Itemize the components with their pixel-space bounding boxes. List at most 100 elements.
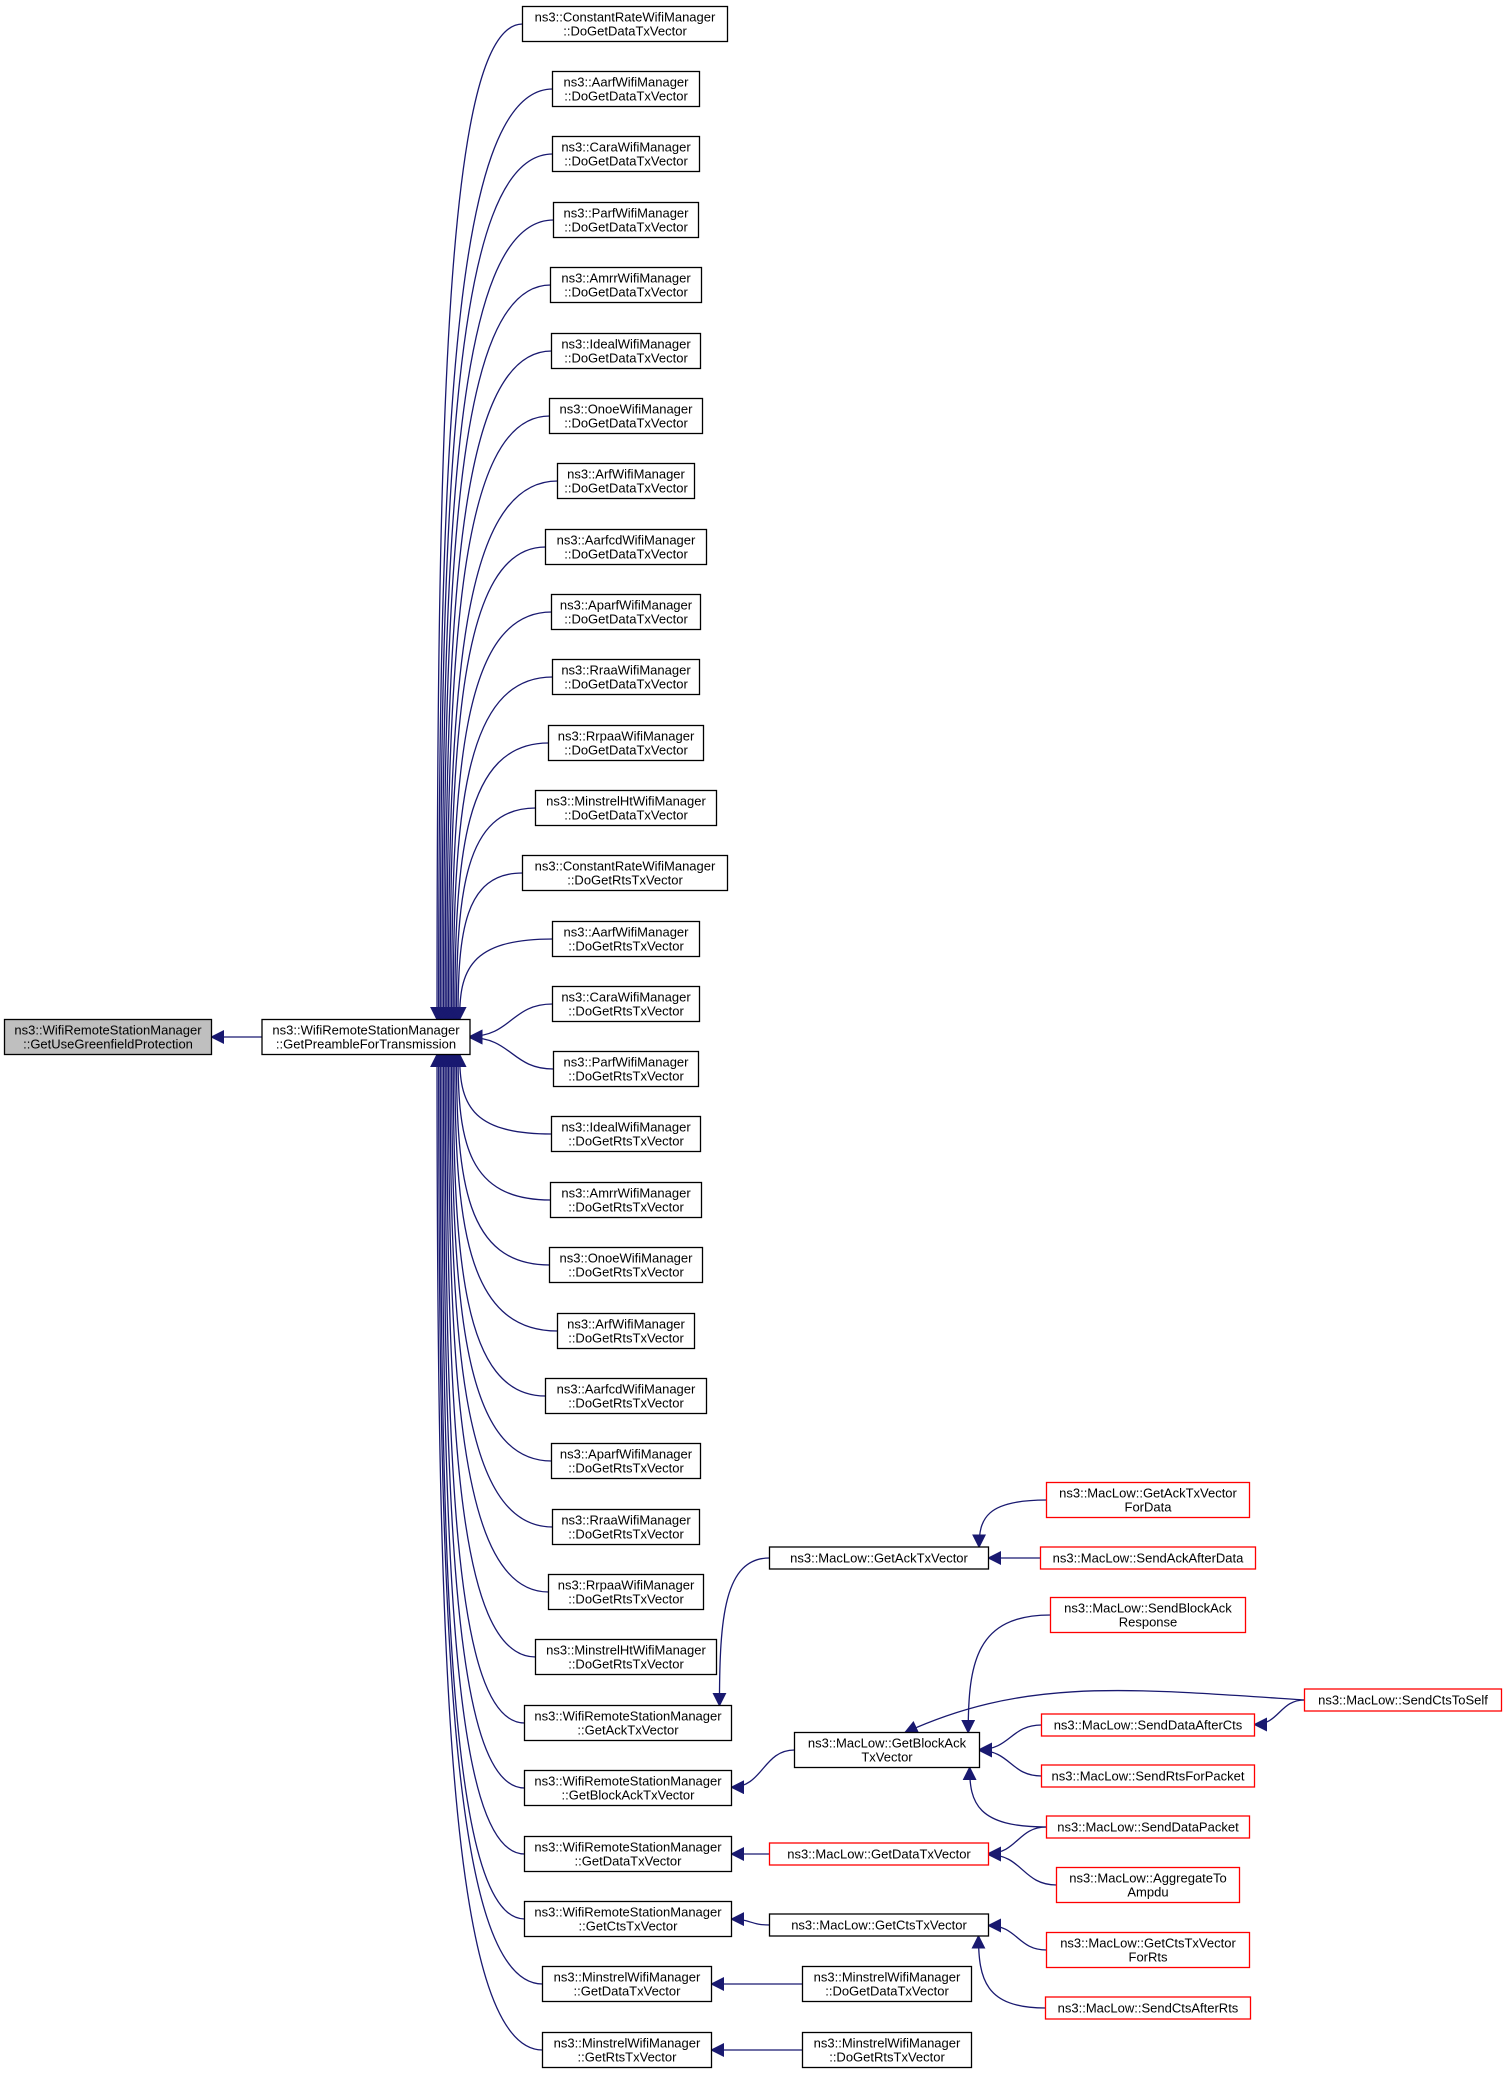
node-box-aparf_rts[interactable] <box>550 1442 702 1480</box>
node-aarf_rts[interactable]: ns3::AarfWifiManager::DoGetRtsTxVector <box>551 920 701 958</box>
node-box-maclow_data[interactable] <box>768 1842 990 1866</box>
node-box-onoe_rts[interactable] <box>548 1246 704 1284</box>
node-box-sendblockackresp[interactable] <box>1049 1596 1247 1634</box>
node-box-cara_data[interactable] <box>551 135 701 173</box>
node-onoe_rts[interactable]: ns3::OnoeWifiManager::DoGetRtsTxVector <box>548 1246 704 1284</box>
node-box-ack_fordata[interactable] <box>1045 1481 1251 1519</box>
node-ideal_rts[interactable]: ns3::IdealWifiManager::DoGetRtsTxVector <box>550 1115 702 1153</box>
node-wrsm_cts[interactable]: ns3::WifiRemoteStationManager::GetCtsTxV… <box>523 1900 733 1938</box>
node-minstrel_rts[interactable]: ns3::MinstrelWifiManager::GetRtsTxVector <box>541 2031 713 2069</box>
node-parf_rts[interactable]: ns3::ParfWifiManager::DoGetRtsTxVector <box>552 1050 700 1088</box>
node-rrpaa_rts[interactable]: ns3::RrpaaWifiManager::DoGetRtsTxVector <box>547 1573 705 1611</box>
node-box-constrate_rts[interactable] <box>521 854 729 892</box>
node-ideal_data[interactable]: ns3::IdealWifiManager::DoGetDataTxVector <box>550 332 702 370</box>
node-box-maclow_blockack[interactable] <box>793 1731 981 1769</box>
node-aparf_data[interactable]: ns3::AparfWifiManager::DoGetDataTxVector <box>550 593 702 631</box>
node-wrsm_data[interactable]: ns3::WifiRemoteStationManager::GetDataTx… <box>523 1835 733 1873</box>
node-minstrel_dodata[interactable]: ns3::MinstrelWifiManager::DoGetDataTxVec… <box>801 1965 973 2003</box>
node-box-minstrel_rts[interactable] <box>541 2031 713 2069</box>
node-minstrel_data[interactable]: ns3::MinstrelWifiManager::GetDataTxVecto… <box>541 1965 713 2003</box>
node-box-onoe_data[interactable] <box>548 397 704 435</box>
node-box-arf_rts[interactable] <box>556 1312 696 1350</box>
node-aarfcd_rts[interactable]: ns3::AarfcdWifiManager::DoGetRtsTxVector <box>544 1377 708 1415</box>
node-box-aggregatetoampdu[interactable] <box>1055 1866 1241 1904</box>
node-box-minstrelht_rts[interactable] <box>534 1638 718 1676</box>
node-senddataaftercts[interactable]: ns3::MacLow::SendDataAfterCts <box>1040 1713 1256 1737</box>
node-box-rraa_rts[interactable] <box>551 1508 701 1546</box>
node-box-sendackafterdata[interactable] <box>1039 1546 1257 1570</box>
node-box-minstrel_data[interactable] <box>541 1965 713 2003</box>
node-sendrtsforpacket[interactable]: ns3::MacLow::SendRtsForPacket <box>1040 1764 1256 1788</box>
node-arf_rts[interactable]: ns3::ArfWifiManager::DoGetRtsTxVector <box>556 1312 696 1350</box>
node-maclow_cts[interactable]: ns3::MacLow::GetCtsTxVector <box>768 1913 990 1937</box>
node-box-cts_forrts[interactable] <box>1045 1931 1251 1969</box>
node-box-ideal_rts[interactable] <box>550 1115 702 1153</box>
node-sendctstoself[interactable]: ns3::MacLow::SendCtsToSelf <box>1303 1688 1503 1712</box>
node-box-aarfcd_data[interactable] <box>544 528 708 566</box>
node-aparf_rts[interactable]: ns3::AparfWifiManager::DoGetRtsTxVector <box>550 1442 702 1480</box>
node-rraa_data[interactable]: ns3::RraaWifiManager::DoGetDataTxVector <box>551 658 701 696</box>
node-constrate_data[interactable]: ns3::ConstantRateWifiManager::DoGetDataT… <box>521 5 729 43</box>
node-box-maclow_ack[interactable] <box>768 1546 990 1570</box>
node-box-aarf_data[interactable] <box>551 70 701 108</box>
node-constrate_rts[interactable]: ns3::ConstantRateWifiManager::DoGetRtsTx… <box>521 854 729 892</box>
node-maclow_ack[interactable]: ns3::MacLow::GetAckTxVector <box>768 1546 990 1570</box>
node-minstrelht_data[interactable]: ns3::MinstrelHtWifiManager::DoGetDataTxV… <box>534 789 718 827</box>
node-box-sendctstoself[interactable] <box>1303 1688 1503 1712</box>
node-box-maclow_cts[interactable] <box>768 1913 990 1937</box>
node-amrr_rts[interactable]: ns3::AmrrWifiManager::DoGetRtsTxVector <box>549 1181 703 1219</box>
node-box-minstrel_dorts[interactable] <box>801 2031 973 2069</box>
node-box-rrpaa_data[interactable] <box>547 724 705 762</box>
node-maclow_data[interactable]: ns3::MacLow::GetDataTxVector <box>768 1842 990 1866</box>
node-arf_data[interactable]: ns3::ArfWifiManager::DoGetDataTxVector <box>556 462 696 500</box>
node-box-amrr_rts[interactable] <box>549 1181 703 1219</box>
node-box-rrpaa_rts[interactable] <box>547 1573 705 1611</box>
node-parf_data[interactable]: ns3::ParfWifiManager::DoGetDataTxVector <box>552 201 700 239</box>
node-box-minstrelht_data[interactable] <box>534 789 718 827</box>
node-box-sendrtsforpacket[interactable] <box>1040 1764 1256 1788</box>
node-minstrelht_rts[interactable]: ns3::MinstrelHtWifiManager::DoGetRtsTxVe… <box>534 1638 718 1676</box>
node-senddatapacket[interactable]: ns3::MacLow::SendDataPacket <box>1045 1815 1251 1839</box>
node-root[interactable]: ns3::WifiRemoteStationManager::GetUseGre… <box>3 1018 213 1056</box>
node-rraa_rts[interactable]: ns3::RraaWifiManager::DoGetRtsTxVector <box>551 1508 701 1546</box>
node-box-parf_rts[interactable] <box>552 1050 700 1088</box>
node-box-aarfcd_rts[interactable] <box>544 1377 708 1415</box>
node-wrsm_ack[interactable]: ns3::WifiRemoteStationManager::GetAckTxV… <box>523 1704 733 1742</box>
node-amrr_data[interactable]: ns3::AmrrWifiManager::DoGetDataTxVector <box>549 266 703 304</box>
node-box-senddatapacket[interactable] <box>1045 1815 1251 1839</box>
node-gpft[interactable]: ns3::WifiRemoteStationManager::GetPreamb… <box>261 1018 471 1056</box>
node-box-ideal_data[interactable] <box>550 332 702 370</box>
node-wrsm_blockack[interactable]: ns3::WifiRemoteStationManager::GetBlockA… <box>523 1769 733 1807</box>
node-rrpaa_data[interactable]: ns3::RrpaaWifiManager::DoGetDataTxVector <box>547 724 705 762</box>
node-box-root[interactable] <box>3 1018 213 1056</box>
node-aarf_data[interactable]: ns3::AarfWifiManager::DoGetDataTxVector <box>551 70 701 108</box>
node-box-wrsm_cts[interactable] <box>523 1900 733 1938</box>
node-box-aparf_data[interactable] <box>550 593 702 631</box>
node-maclow_blockack[interactable]: ns3::MacLow::GetBlockAckTxVector <box>793 1731 981 1769</box>
node-box-constrate_data[interactable] <box>521 5 729 43</box>
node-cara_data[interactable]: ns3::CaraWifiManager::DoGetDataTxVector <box>551 135 701 173</box>
node-box-arf_data[interactable] <box>556 462 696 500</box>
node-sendctsafterrts[interactable]: ns3::MacLow::SendCtsAfterRts <box>1044 1996 1252 2020</box>
node-box-gpft[interactable] <box>261 1018 471 1056</box>
node-box-aarf_rts[interactable] <box>551 920 701 958</box>
node-cara_rts[interactable]: ns3::CaraWifiManager::DoGetRtsTxVector <box>551 985 701 1023</box>
node-minstrel_dorts[interactable]: ns3::MinstrelWifiManager::DoGetRtsTxVect… <box>801 2031 973 2069</box>
node-box-amrr_data[interactable] <box>549 266 703 304</box>
node-onoe_data[interactable]: ns3::OnoeWifiManager::DoGetDataTxVector <box>548 397 704 435</box>
node-box-sendctsafterrts[interactable] <box>1044 1996 1252 2020</box>
node-aarfcd_data[interactable]: ns3::AarfcdWifiManager::DoGetDataTxVecto… <box>544 528 708 566</box>
node-box-wrsm_data[interactable] <box>523 1835 733 1873</box>
node-box-parf_data[interactable] <box>552 201 700 239</box>
node-box-minstrel_dodata[interactable] <box>801 1965 973 2003</box>
node-box-cara_rts[interactable] <box>551 985 701 1023</box>
node-box-wrsm_ack[interactable] <box>523 1704 733 1742</box>
node-box-wrsm_blockack[interactable] <box>523 1769 733 1807</box>
node-sendackafterdata[interactable]: ns3::MacLow::SendAckAfterData <box>1039 1546 1257 1570</box>
node-box-rraa_data[interactable] <box>551 658 701 696</box>
node-box-senddataaftercts[interactable] <box>1040 1713 1256 1737</box>
